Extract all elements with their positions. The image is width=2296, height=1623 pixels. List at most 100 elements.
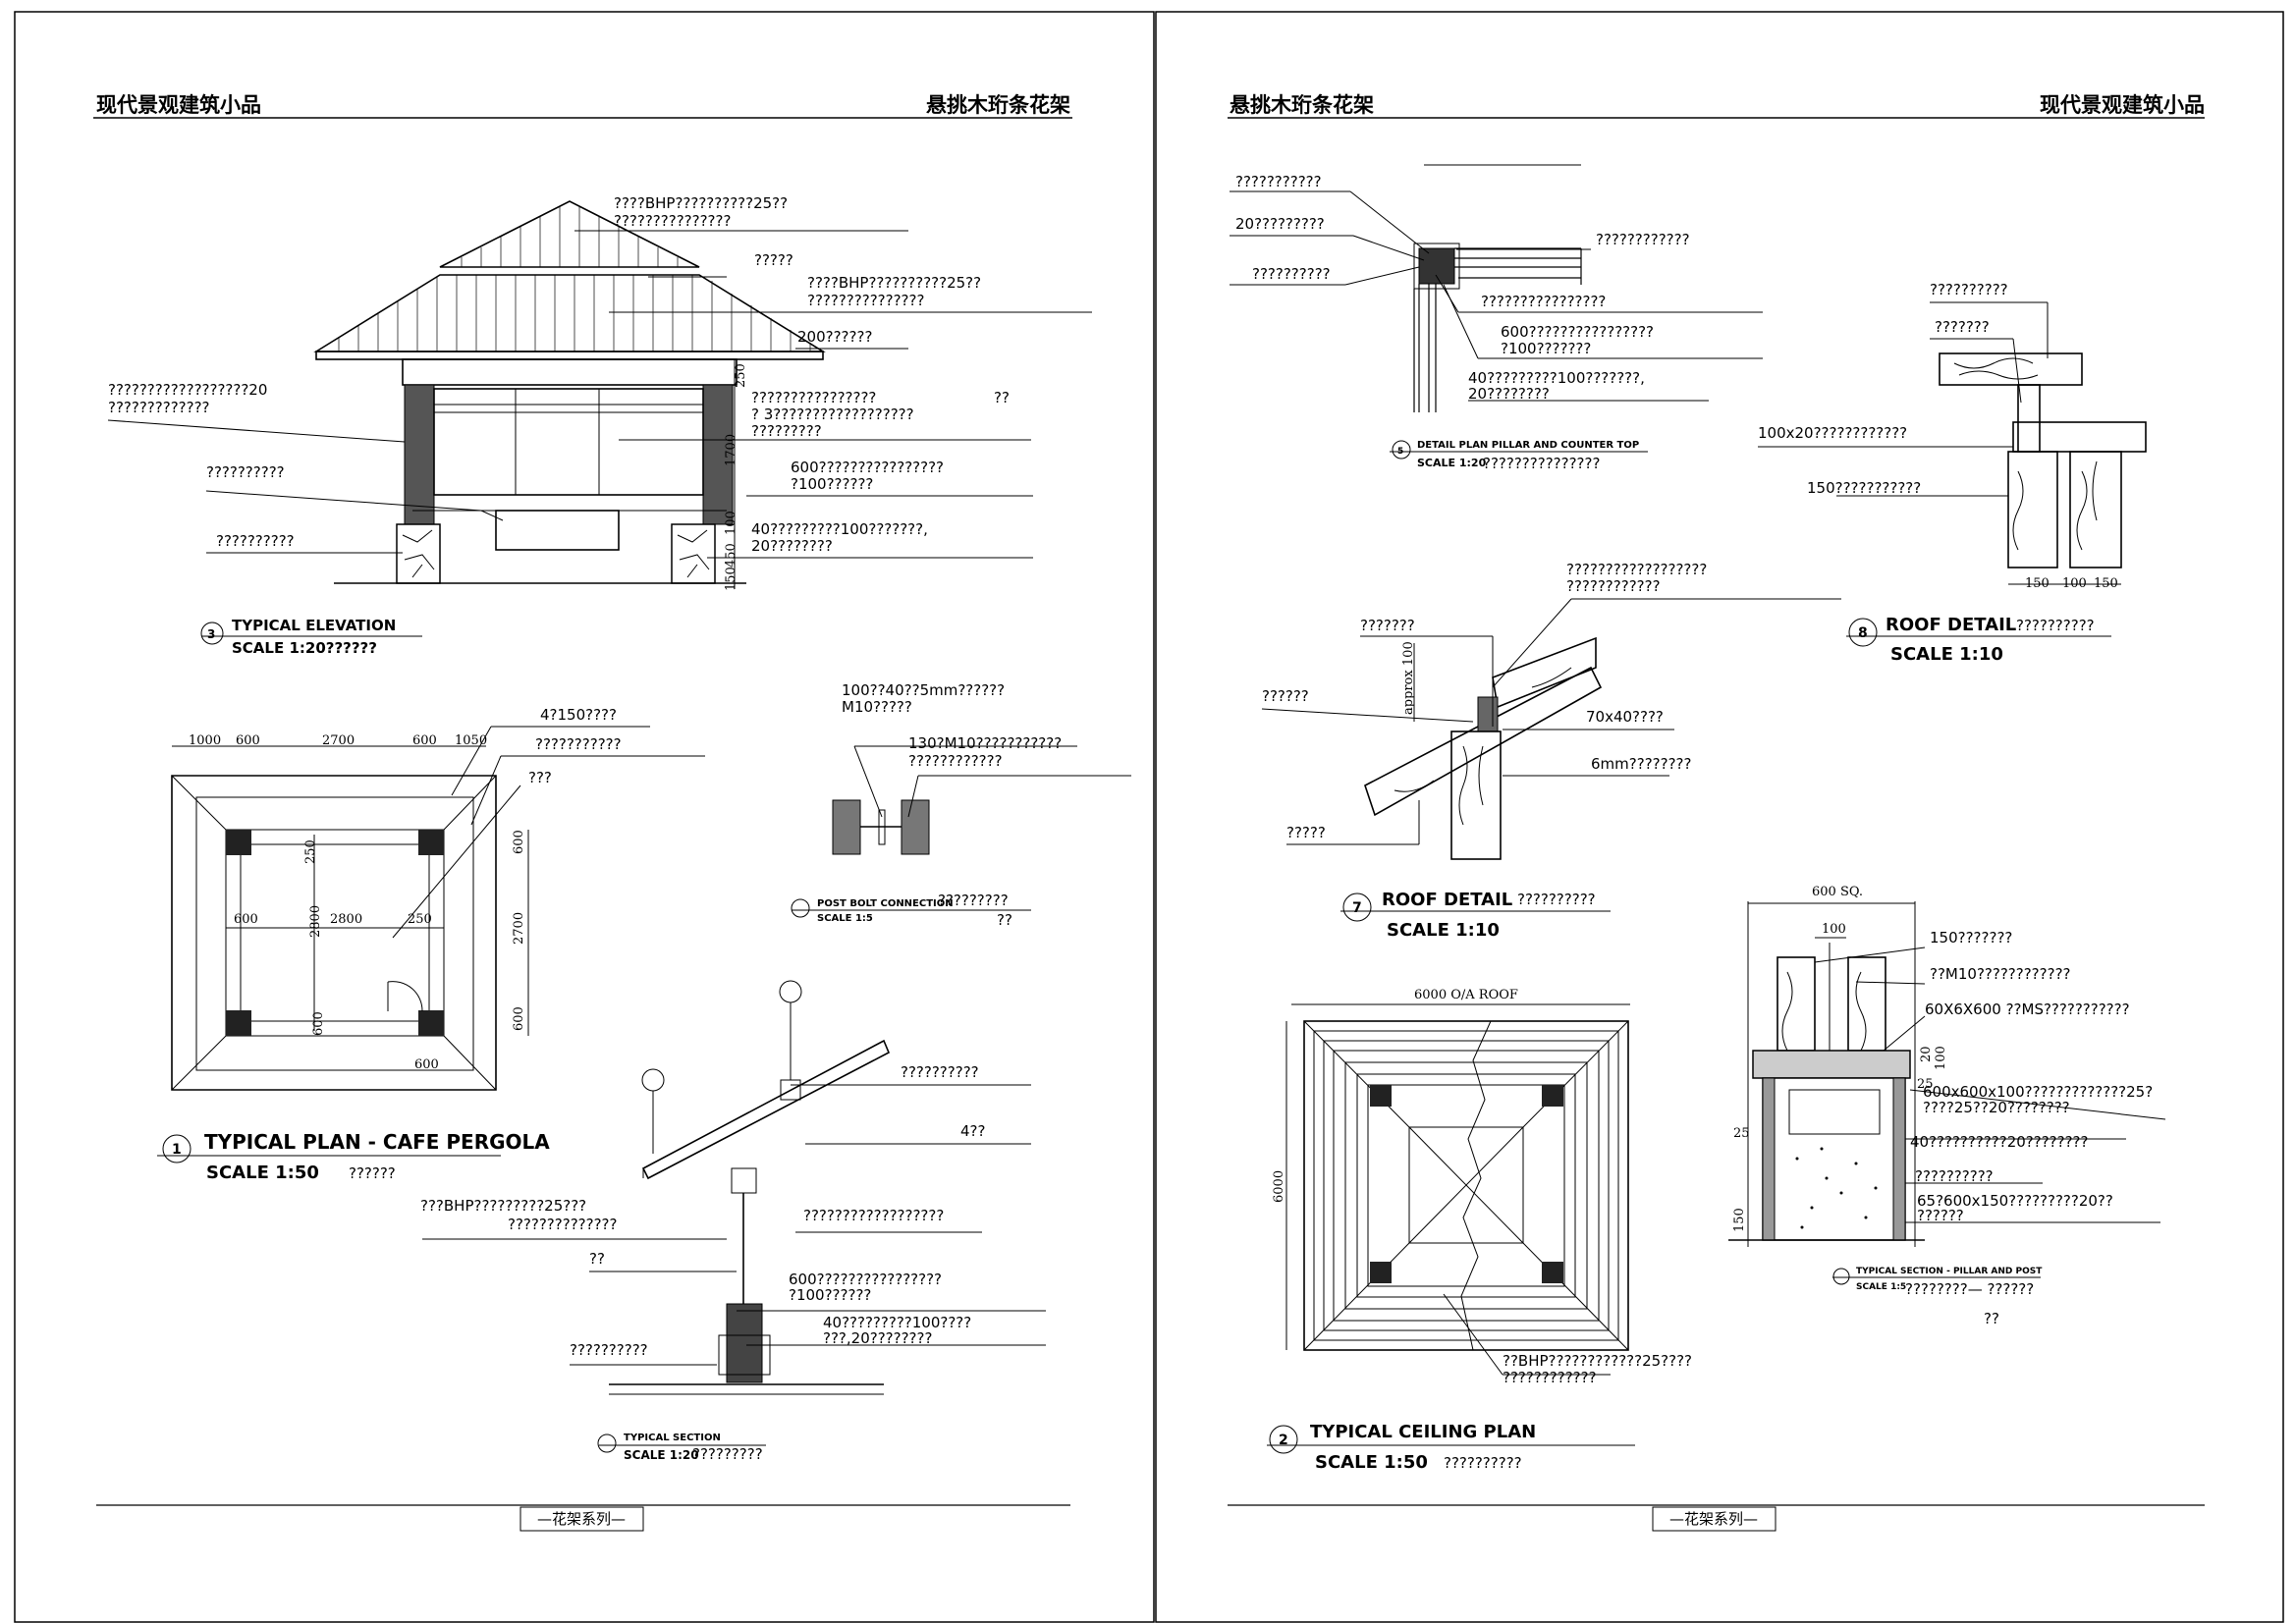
annotation-text: 40??????????20???????? <box>1910 1133 2088 1151</box>
annotation-text: 600???????????????? <box>789 1271 942 1288</box>
annotation-text: ??????????? <box>1235 173 1322 190</box>
annotation-text: ?????????? <box>216 532 295 550</box>
right-header: 悬挑木珩条花架 现代景观建筑小品 <box>1228 93 2205 119</box>
annotation-text: 200?????? <box>797 328 872 346</box>
annotation-text: ?????????? <box>1930 281 2008 298</box>
annotation-text: ??????????????????20 <box>108 381 267 399</box>
annotation-text: ?100??????? <box>1501 340 1591 357</box>
annotation-text: 40?????????100???????, <box>751 520 928 538</box>
annotation-text: 2700 <box>512 912 526 945</box>
elev-dim-150: 150 <box>724 567 738 591</box>
plan-title: TYPICAL PLAN - CAFE PERGOLA <box>204 1130 550 1154</box>
annotation-text: ?????? <box>1262 687 1309 705</box>
annotation-text: ????? <box>754 251 793 269</box>
annotation-text: 2700 <box>322 733 355 748</box>
annotation-text: 600???????????????? <box>791 459 944 476</box>
annotation-text: 65?600x150?????????20?? <box>1917 1192 2113 1210</box>
roof7-drawing: approx 100 ?????????????????? ??????????… <box>1261 561 1841 941</box>
annotation-text: 600 <box>234 912 258 927</box>
annotation-text: 4?150???? <box>540 706 617 724</box>
annotation-text: ???????????? <box>1503 1369 1597 1386</box>
annotation-text: 150 <box>1732 1208 1747 1232</box>
annotation-text: ??????????????? <box>614 212 731 230</box>
right-footer: —花架系列— <box>1228 1504 2205 1532</box>
annotation-text: 4?? <box>960 1122 985 1140</box>
annotation-text: ???????????????? <box>751 389 876 406</box>
annotation-text: ??????????? <box>535 735 622 753</box>
elev-dim-450: 450 <box>724 543 738 568</box>
annotation-text: ?????????? <box>2016 617 2095 634</box>
roof7-title: ROOF DETAIL <box>1382 890 1512 910</box>
annotation-text: 60X6X600 ??MS??????????? <box>1925 1001 2130 1018</box>
annotation-text: M10????? <box>842 698 912 716</box>
plan-scale: SCALE 1:50 <box>206 1163 319 1183</box>
annotation-text: 100??40??5mm?????? <box>842 681 1005 699</box>
annotation-text: 600 <box>311 1011 326 1036</box>
elev-dim-100: 100 <box>724 511 738 535</box>
annotation-text: 25 <box>1733 1126 1750 1141</box>
left-header: 现代景观建筑小品 悬挑木珩条花架 <box>93 93 1072 119</box>
section-title-block: TYPICAL SECTION SCALE 1:20 ????????? <box>597 1433 766 1463</box>
annotation-text: ?????????? <box>1915 1167 1994 1185</box>
right-header-subtitle: 现代景观建筑小品 <box>2040 93 2205 117</box>
annotation-text: 150??????? <box>1930 929 2012 947</box>
annotation-text: 150??????????? <box>1807 479 1921 497</box>
annotation-text: 2800 <box>330 912 362 927</box>
annotation-text: SCALE 1:50 <box>1315 1452 1428 1473</box>
annotation-text: 150 <box>2094 576 2118 591</box>
annotation-text: ??M10???????????? <box>1930 965 2071 983</box>
annotation-text: 100 <box>2062 576 2087 591</box>
annotation-text: 2800 <box>308 905 323 938</box>
annotation-text: 600 <box>236 733 260 748</box>
roof8-title: ROOF DETAIL <box>1886 615 2016 635</box>
annotation-text: 6mm???????? <box>1591 755 1691 773</box>
annotation-text: 600 <box>512 830 526 854</box>
annotation-text: 1000 <box>189 733 221 748</box>
elev-dim-250: 250 <box>734 363 748 388</box>
detail5-drawing: ??????????? 20????????? ?????????? ?????… <box>1230 164 1763 472</box>
annotation-text: ?????????????????? <box>803 1207 944 1224</box>
annotation-text: 130?M10??????????? <box>908 734 1062 752</box>
annotation-text: ???????????????? <box>1481 293 1606 310</box>
annotation-text: ????????? <box>692 1445 763 1463</box>
annotation-text: 20???????? <box>1468 385 1550 403</box>
left-footer-label: —花架系列— <box>537 1510 626 1528</box>
annotation-text: 250 <box>408 912 432 927</box>
annotation-text: 600???????????????? <box>1501 323 1654 341</box>
elevation-title-block: 3 TYPICAL ELEVATION SCALE 1:20?????? <box>200 617 422 657</box>
annotation-text: SCALE 1:20 <box>1417 457 1487 469</box>
ceiling-title: TYPICAL CEILING PLAN <box>1310 1422 1536 1442</box>
section9-title: TYPICAL SECTION - PILLAR AND POST <box>1856 1267 2043 1276</box>
annotation-text: 20???????? <box>751 537 833 555</box>
elevation-notes: ????BHP??????????25?? ??????????????? ??… <box>108 194 1010 555</box>
plan-title-block: 1 TYPICAL PLAN - CAFE PERGOLA SCALE 1:50… <box>157 1130 550 1183</box>
annotation-text: ?????????? <box>901 1063 979 1081</box>
annotation-text: ????????????? <box>108 399 210 416</box>
annotation-text: 250 <box>303 839 318 864</box>
ceiling-drawing: 6000 O/A ROOF 6000 ??BHP????????????25??… <box>1267 988 1692 1473</box>
annotation-text: 1050 <box>455 733 487 748</box>
annotation-text: ?????????? <box>1444 1454 1522 1472</box>
annotation-text: 600 SQ. <box>1812 885 1863 899</box>
annotation-text: 100 <box>1822 922 1846 937</box>
annotation-text: 70x40???? <box>1586 708 1664 726</box>
left-header-title: 现代景观建筑小品 <box>96 93 261 117</box>
elevation-title: TYPICAL ELEVATION <box>232 617 396 634</box>
annotation-text: 7 <box>1352 900 1362 916</box>
annotation-text: ? 3?????????????????? <box>751 406 914 423</box>
annotation-text: 100 <box>1934 1046 1948 1070</box>
elev-dim-1700: 1700 <box>724 434 738 466</box>
annotation-text: ??? <box>528 769 552 786</box>
left-header-subtitle: 悬挑木珩条花架 <box>926 93 1070 117</box>
annotation-text: SCALE 1:5 <box>1856 1282 1906 1292</box>
annotation-text: POST BOLT CONNECTION <box>817 898 954 909</box>
annotation-text: SCALE 1:5 <box>817 913 873 924</box>
annotation-text: 25 <box>1917 1077 1934 1092</box>
annotation-text: ????????— ?????? <box>1905 1280 2034 1298</box>
annotation-text: 3 <box>207 627 215 641</box>
annotation-text: ?????????? <box>1252 265 1331 283</box>
annotation-text: ????BHP??????????25?? <box>807 274 981 292</box>
annotation-text: ????????? <box>938 892 1009 909</box>
elevation-scale: SCALE 1:20?????? <box>232 639 377 657</box>
